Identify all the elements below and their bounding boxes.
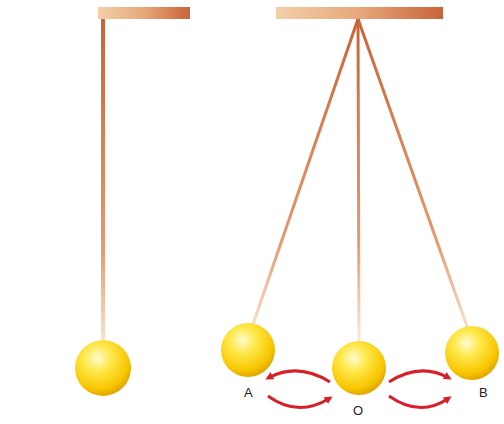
point-label: B [479, 386, 488, 399]
point-label: A [244, 386, 253, 399]
strings [101, 19, 469, 349]
bobs [75, 323, 499, 396]
ceiling [98, 7, 443, 19]
point-label: O [353, 404, 363, 417]
motion-arrows [268, 371, 449, 408]
